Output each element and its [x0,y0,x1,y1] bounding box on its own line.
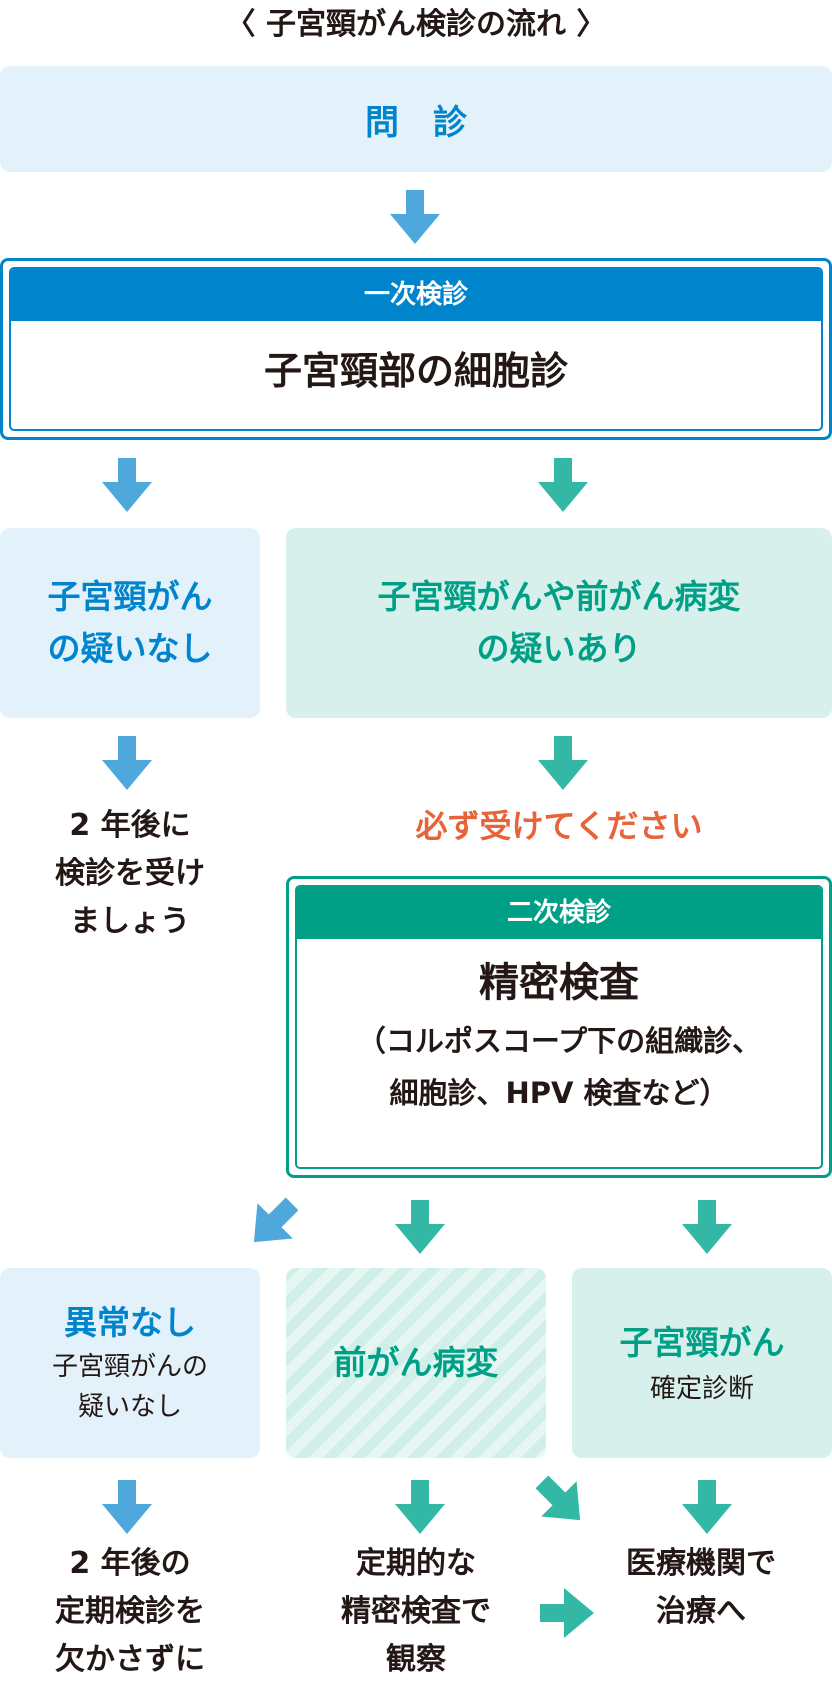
negative-action-line3: ましょう [70,904,190,939]
arrow-down-icon [390,190,440,244]
arrow-down-icon [102,736,152,790]
secondary-screening-frame: 二次検診 精密検査 （コルポスコープ下の組織診、 細胞診、HPV 検査など） [286,876,832,1178]
suspected-line1: 子宮頸がんや前がん病変 [377,577,741,616]
suspected-box: 子宮頸がんや前がん病変 の疑いあり [286,528,832,718]
negative-action-line1: 2 年後に [69,808,191,843]
arrow-down-icon [395,1480,445,1534]
arrow-down-right-icon [536,1475,581,1521]
negative-action-line2: 検診を受け [55,856,205,891]
must-take-notice: 必ず受けてください [415,807,703,845]
no-suspicion-line1: 子宮頸がん [47,577,213,616]
result-normal-title: 異常なし [64,1303,196,1342]
arrow-down-icon [682,1480,732,1534]
arrow-down-icon [395,1200,445,1254]
primary-screening-body: 子宮頸部の細胞診 [263,349,568,393]
interview-label: 問 診 [365,102,467,143]
action-cancer-line2: 治療へ [656,1594,746,1629]
arrow-down-icon [682,1200,732,1254]
result-cancer-title: 子宮頸がん [619,1323,785,1362]
result-precancer-box: 前がん病変 [286,1268,546,1458]
action-normal-line1: 2 年後の [69,1546,191,1581]
diagram-title: 〈 子宮頸がん検診の流れ 〉 [225,7,607,42]
action-precancer-line1: 定期的な [356,1546,476,1581]
action-normal-line3: 欠かさずに [55,1642,205,1677]
primary-screening-frame: 一次検診 子宮頸部の細胞診 [0,258,832,440]
arrow-down-left-icon [253,1197,298,1243]
action-cancer-text: 医療機関で 治療へ [586,1540,816,1636]
suspected-line2: の疑いあり [476,629,642,668]
no-suspicion-box: 子宮頸がん の疑いなし [0,528,260,718]
primary-screening-header: 一次検診 [11,269,821,321]
secondary-screening-header: 二次検診 [297,887,821,939]
arrow-down-icon [538,458,588,512]
action-normal-line2: 定期検診を [55,1594,205,1629]
secondary-screening-detail1: （コルポスコープ下の組織診、 [356,1024,762,1058]
result-cancer-box: 子宮頸がん 確定診断 [572,1268,832,1458]
negative-action-text: 2 年後に 検診を受け ましょう [0,802,260,946]
arrow-down-icon [102,1480,152,1534]
secondary-screening-title: 精密検査 [479,960,639,1006]
result-normal-line2: 疑いなし [77,1392,182,1422]
result-precancer-title: 前がん病変 [333,1343,499,1382]
arrow-down-icon [102,458,152,512]
action-precancer-line3: 観察 [386,1642,446,1677]
interview-box: 問 診 [0,66,832,172]
action-precancer-line2: 精密検査で [341,1594,491,1629]
action-cancer-line1: 医療機関で [626,1546,776,1581]
no-suspicion-line2: の疑いなし [47,629,213,668]
action-precancer-text: 定期的な 精密検査で 観察 [286,1540,546,1684]
secondary-screening-detail2: 細胞診、HPV 検査など） [389,1076,729,1110]
result-normal-box: 異常なし 子宮頸がんの 疑いなし [0,1268,260,1458]
result-normal-line1: 子宮頸がんの [51,1352,208,1382]
arrow-down-icon [538,736,588,790]
arrow-right-icon [540,1588,594,1638]
action-normal-text: 2 年後の 定期検診を 欠かさずに [0,1540,260,1684]
result-cancer-line1: 確定診断 [649,1374,754,1404]
